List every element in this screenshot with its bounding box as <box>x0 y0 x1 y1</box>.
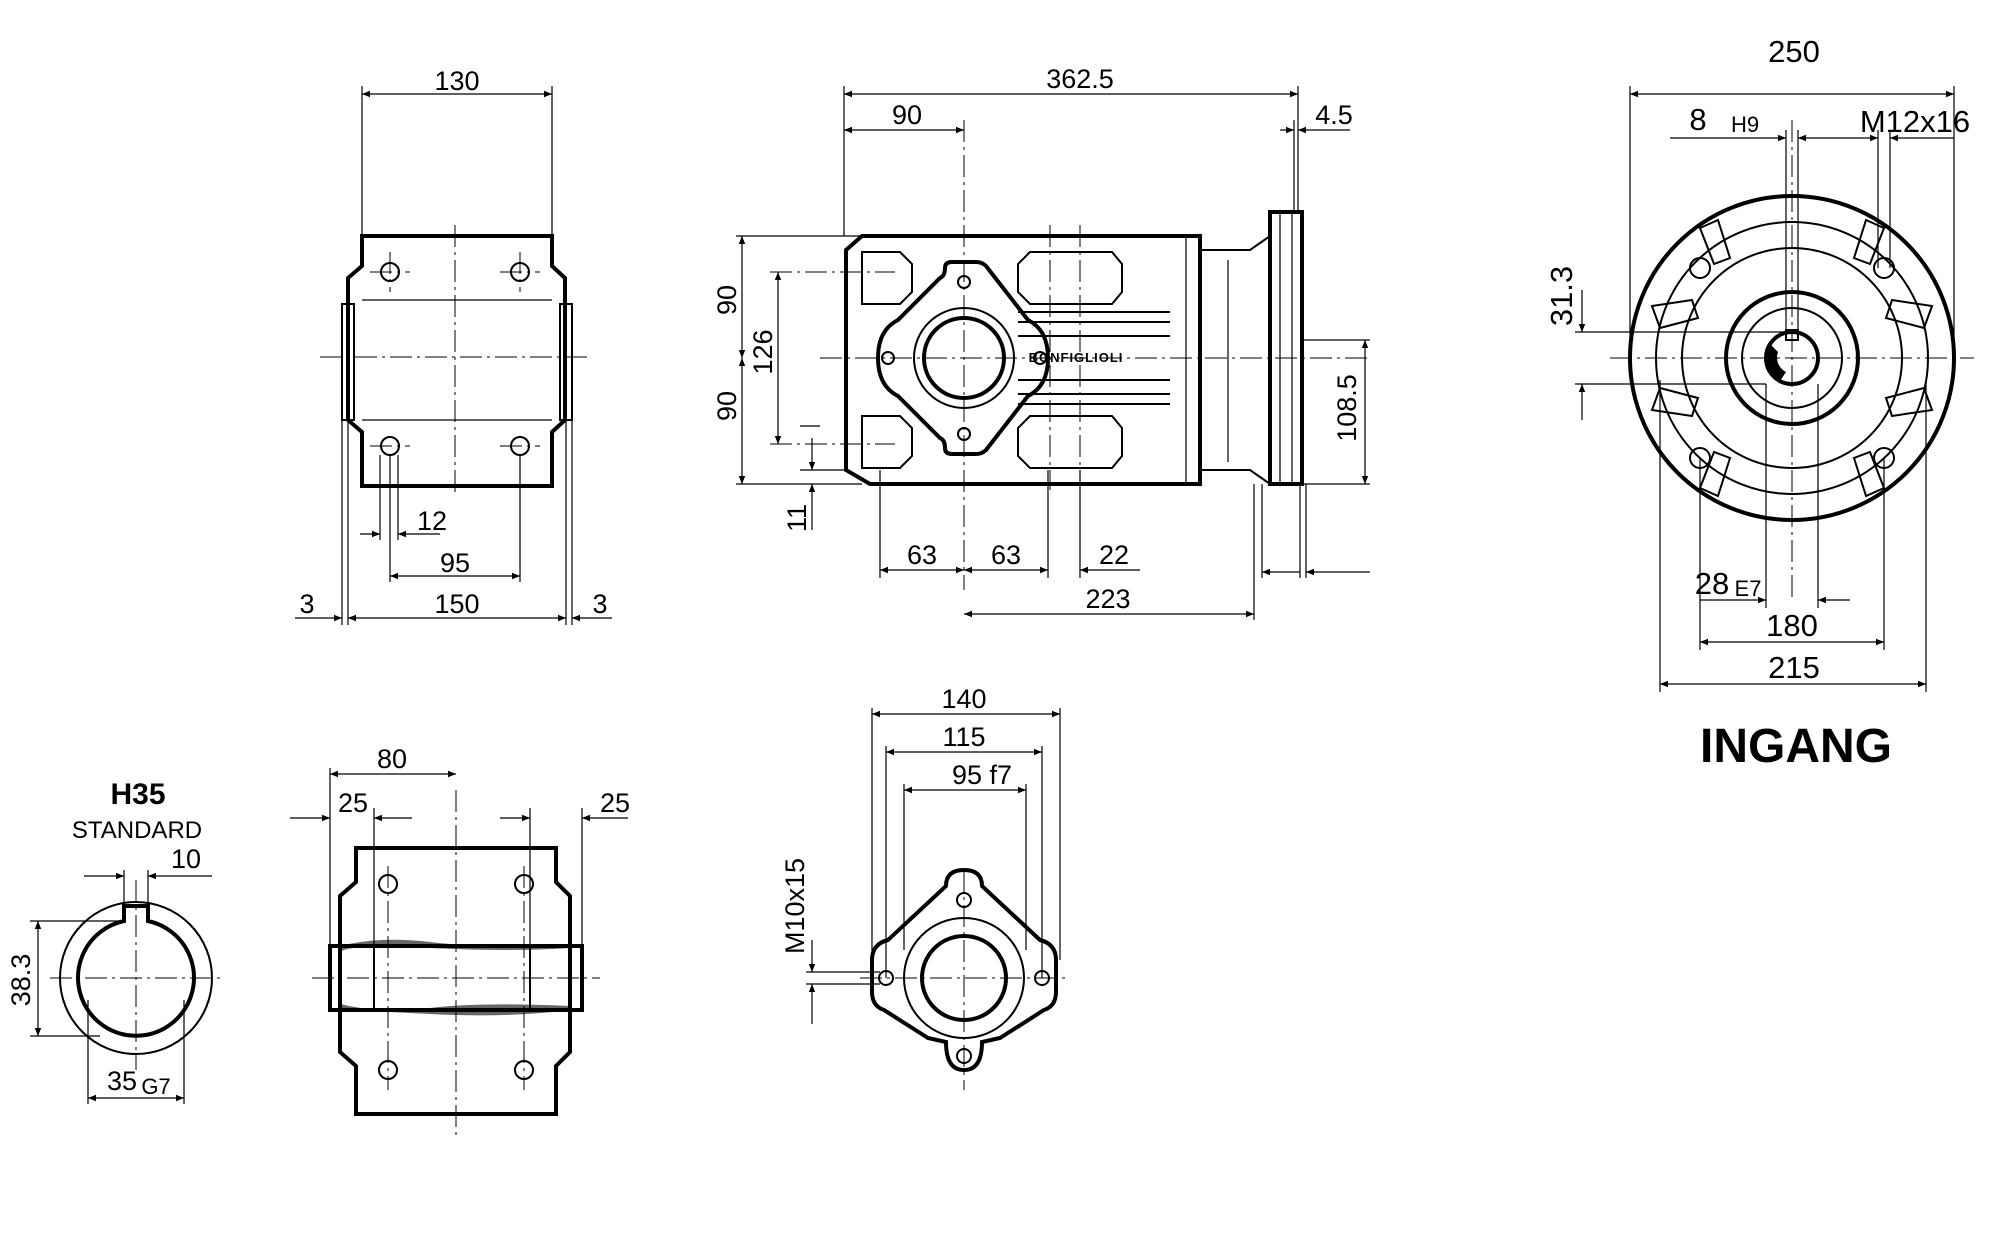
shaft-dim-38-3: 38.3 <box>6 954 36 1007</box>
input-view-title: INGANG <box>1700 720 1892 773</box>
input-dim-28: 28 <box>1695 566 1729 601</box>
front-dim-108-5: 108.5 <box>1332 374 1362 442</box>
front-dim-90-lower: 90 <box>712 391 742 421</box>
shaft-subtitle: STANDARD <box>72 817 202 844</box>
input-dim-m12: M12x16 <box>1860 104 1970 139</box>
front-dim-362-5: 362.5 <box>1046 64 1114 94</box>
hollow-housing-outline <box>338 846 572 1116</box>
shaft-dim-10: 10 <box>171 844 201 874</box>
flange-dim-m10: M10x15 <box>780 858 810 954</box>
flange-dim-115: 115 <box>942 722 985 752</box>
front-dim-11: 11 <box>782 504 812 532</box>
front-dim-90-upper: 90 <box>712 285 742 315</box>
input-dim-8: 8 <box>1689 102 1706 137</box>
front-dim-126: 126 <box>748 329 778 374</box>
hollow-dim-25-right: 25 <box>600 788 630 818</box>
input-ribs <box>1650 218 1934 498</box>
flange-view: 140 115 95 f7 M10x15 <box>780 684 1070 1090</box>
side-dim-3-right: 3 <box>592 589 607 619</box>
input-dim-8-tol: H9 <box>1731 112 1759 137</box>
flange-dim-95f7: 95 f7 <box>952 760 1012 790</box>
side-dim-12: 12 <box>417 506 447 536</box>
hollow-dim-25-left: 25 <box>338 788 368 818</box>
flange-dim-140: 140 <box>941 684 986 714</box>
front-pocket-tr <box>1017 251 1123 305</box>
input-view: 250 8 H9 M12x16 31.3 28 E7 180 215 INGAN… <box>1544 34 1974 773</box>
side-dim-130: 130 <box>434 66 479 96</box>
side-view: 130 12 95 3 150 3 <box>295 66 612 625</box>
front-dim-63-right: 63 <box>991 540 1021 570</box>
front-boss <box>875 260 1051 456</box>
front-flange <box>1268 210 1304 486</box>
input-dim-250: 250 <box>1768 34 1820 69</box>
side-dim-3-left: 3 <box>299 589 314 619</box>
shaft-title: H35 <box>110 778 165 811</box>
front-pocket-tl <box>861 251 913 305</box>
front-pocket-br <box>1017 415 1123 469</box>
input-dim-31-3: 31.3 <box>1544 266 1579 326</box>
input-dim-180: 180 <box>1766 608 1818 643</box>
side-housing-outline <box>346 234 567 488</box>
front-dim-63-left: 63 <box>907 540 937 570</box>
front-adapter <box>1200 234 1271 486</box>
front-pocket-bl <box>861 415 913 469</box>
side-dim-95: 95 <box>440 548 470 578</box>
front-view: BONFIGLIOLI <box>712 64 1370 620</box>
input-dim-215: 215 <box>1768 650 1820 685</box>
front-housing-outline <box>844 234 1202 486</box>
flange-outline <box>870 867 1058 1073</box>
front-dim-90-top: 90 <box>892 100 922 130</box>
shaft-view: H35 STANDARD 10 38.3 35 G7 <box>6 778 222 1104</box>
front-dim-223: 223 <box>1085 584 1130 614</box>
shaft-dim-35: 35 <box>107 1066 137 1096</box>
shaft-bore-with-key <box>76 904 196 1038</box>
front-dim-4-5: 4.5 <box>1315 100 1353 130</box>
input-shaft-shade <box>1765 344 1786 381</box>
hollow-dim-80: 80 <box>377 744 407 774</box>
front-dim-22: 22 <box>1099 540 1129 570</box>
side-dim-150: 150 <box>434 589 479 619</box>
input-dim-28-tol: E7 <box>1735 576 1762 601</box>
hollow-view: 80 25 25 <box>290 744 630 1136</box>
shaft-dim-35-tol: G7 <box>141 1074 170 1099</box>
